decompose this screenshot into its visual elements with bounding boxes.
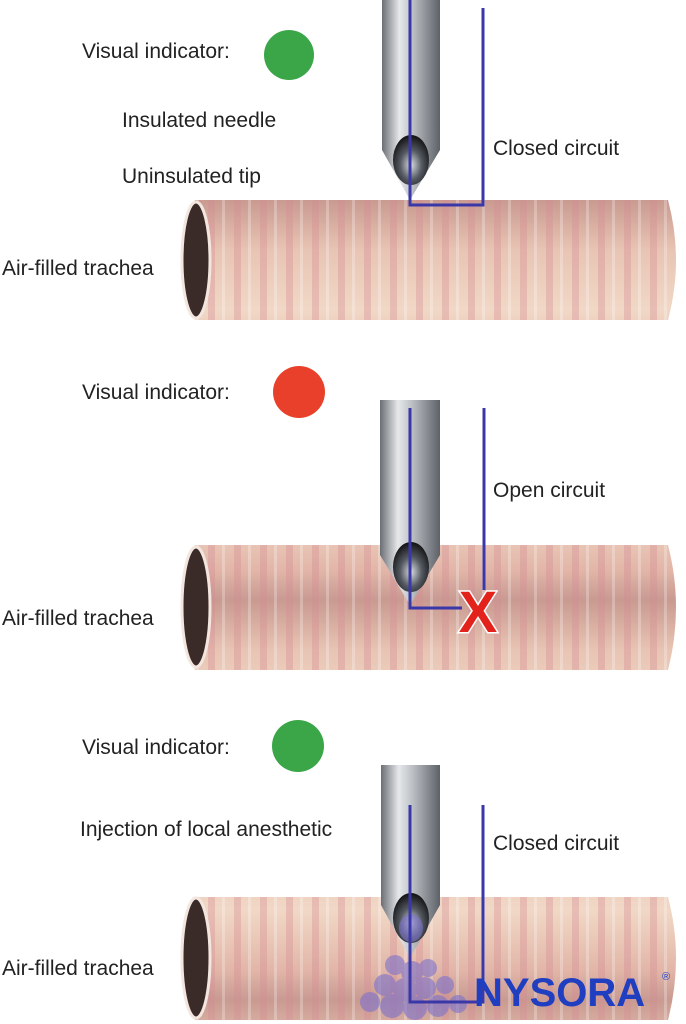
circuit-wire — [408, 408, 462, 610]
circuit-wire — [408, 805, 485, 1004]
circuit-status-label: Closed circuit — [493, 137, 619, 160]
nysora-logo: NYSORA ® — [474, 971, 670, 1015]
logo-text: NYSORA — [474, 971, 645, 1015]
panel-open-circuit: Visual indicator: Air-filled trachea X O… — [2, 366, 676, 670]
trachea-label: Air-filled trachea — [2, 607, 154, 630]
circuit-status-label: Open circuit — [493, 479, 605, 502]
panel-closed-circuit-injection: Visual indicator: Injection of local ane… — [2, 720, 676, 1020]
indicator-light-red — [273, 366, 325, 418]
indicator-label: Visual indicator: — [82, 381, 230, 404]
trachea-label: Air-filled trachea — [2, 957, 154, 980]
indicator-light-green — [272, 720, 324, 772]
indicator-light-green — [264, 30, 314, 80]
circuit-break-x-icon: X — [459, 580, 498, 645]
registered-mark: ® — [662, 971, 670, 983]
circuit-status-label: Closed circuit — [493, 832, 619, 855]
indicator-label: Visual indicator: — [82, 736, 230, 759]
indicator-label: Visual indicator: — [82, 40, 230, 63]
injection-label: Injection of local anesthetic — [80, 818, 332, 841]
panel-closed-circuit-insulated: Visual indicator: Insulated needle Unins… — [2, 0, 676, 320]
circuit-wire — [408, 0, 485, 207]
trachea-label: Air-filled trachea — [2, 257, 154, 280]
trachea — [180, 896, 676, 1020]
uninsulated-tip-label: Uninsulated tip — [122, 165, 261, 188]
local-anesthetic-spread — [360, 955, 467, 1020]
insulated-needle-label: Insulated needle — [122, 109, 276, 132]
trachea — [180, 200, 676, 320]
